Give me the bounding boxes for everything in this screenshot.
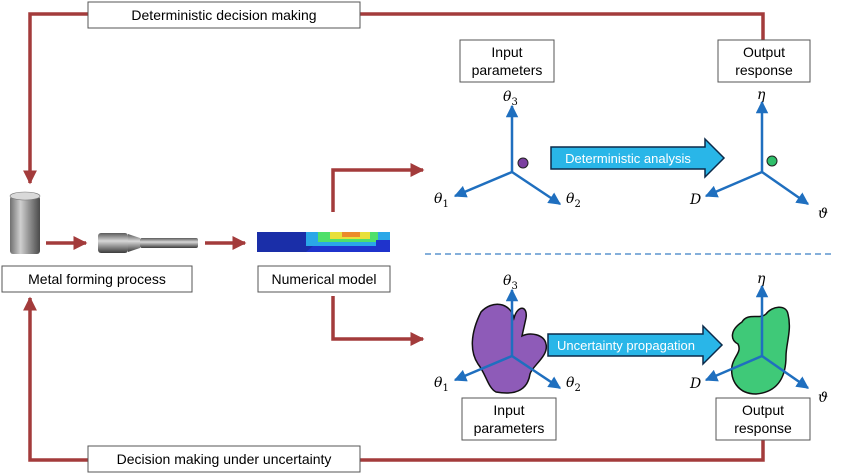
input-axes-bottom: θ3 θ1 θ2 [434,273,581,394]
input-uncertainty-region [471,303,548,394]
output-axes-bottom: η D ϑ [689,271,828,406]
vartheta-label-bottom: ϑ [818,390,828,406]
eta-label-bottom: η [757,271,766,287]
input-params-top-line2: parameters [472,62,543,78]
theta3-label-bottom: θ3 [503,273,518,292]
d-axis [704,170,763,198]
uncertainty-propagation-label: Uncertainty propagation [557,338,695,353]
input-params-top-box [459,39,555,83]
uncertainty-loop: Decision making under uncertainty [23,296,765,473]
vartheta-axis-bottom [761,354,810,390]
output-uncertainty-region [730,306,791,395]
theta2-label-bottom: θ2 [566,375,581,394]
theta2-axis-bottom [511,354,562,390]
branch-to-deterministic-arrow [331,163,425,212]
uncertainty-propagation-arrow: Uncertainty propagation [547,324,724,366]
fe-model-image [257,232,390,252]
output-axes-top: η D ϑ [689,87,828,222]
metal-billet-image [9,191,41,254]
output-response-top-line2: response [735,62,793,78]
eta-label: η [757,87,766,103]
branch-to-uncertainty-arrow [331,296,425,346]
input-params-bottom-line2: parameters [474,420,545,436]
uncertainty-loop-arrow [23,296,765,462]
d-axis-bottom [704,354,763,382]
deterministic-loop: Deterministic decision making [23,1,765,185]
vartheta-axis [761,170,810,206]
input-axes-top: θ3 θ1 θ2 [434,89,581,210]
theta1-label-bottom: θ1 [434,375,449,394]
deterministic-loop-arrow [23,12,765,185]
output-point [766,155,778,167]
uncertainty-decision-label: Decision making under uncertainty [117,451,332,467]
theta3-label: θ3 [503,89,518,108]
output-response-top-line1: Output [743,44,785,60]
input-params-top-line1: Input [491,44,522,60]
output-response-bottom-line2: response [734,420,792,436]
theta2-axis [511,170,562,206]
numerical-model-box [257,265,391,293]
theta1-label: θ1 [434,191,449,210]
theta2-label: θ2 [566,191,581,210]
input-params-bottom-line1: Input [493,402,524,418]
vartheta-label: ϑ [818,206,828,222]
output-response-top-box [717,39,811,83]
deterministic-decision-box [87,1,361,29]
d-label: D [689,192,701,208]
output-response-bottom-box [715,397,811,441]
theta1-axis-bottom [453,354,513,382]
deterministic-decision-label: Deterministic decision making [131,7,316,23]
theta1-axis [453,170,513,198]
numerical-model-label: Numerical model [271,271,376,287]
formed-part-image [98,233,198,253]
metal-forming-box [1,265,193,293]
metal-forming-label: Metal forming process [28,271,166,287]
uncertainty-decision-box [87,445,361,473]
output-response-bottom-line1: Output [742,402,784,418]
input-point [517,157,529,169]
input-params-bottom-box [461,397,557,441]
d-label-bottom: D [689,376,701,392]
deterministic-analysis-label: Deterministic analysis [565,151,691,166]
deterministic-analysis-arrow: Deterministic analysis [550,137,726,179]
